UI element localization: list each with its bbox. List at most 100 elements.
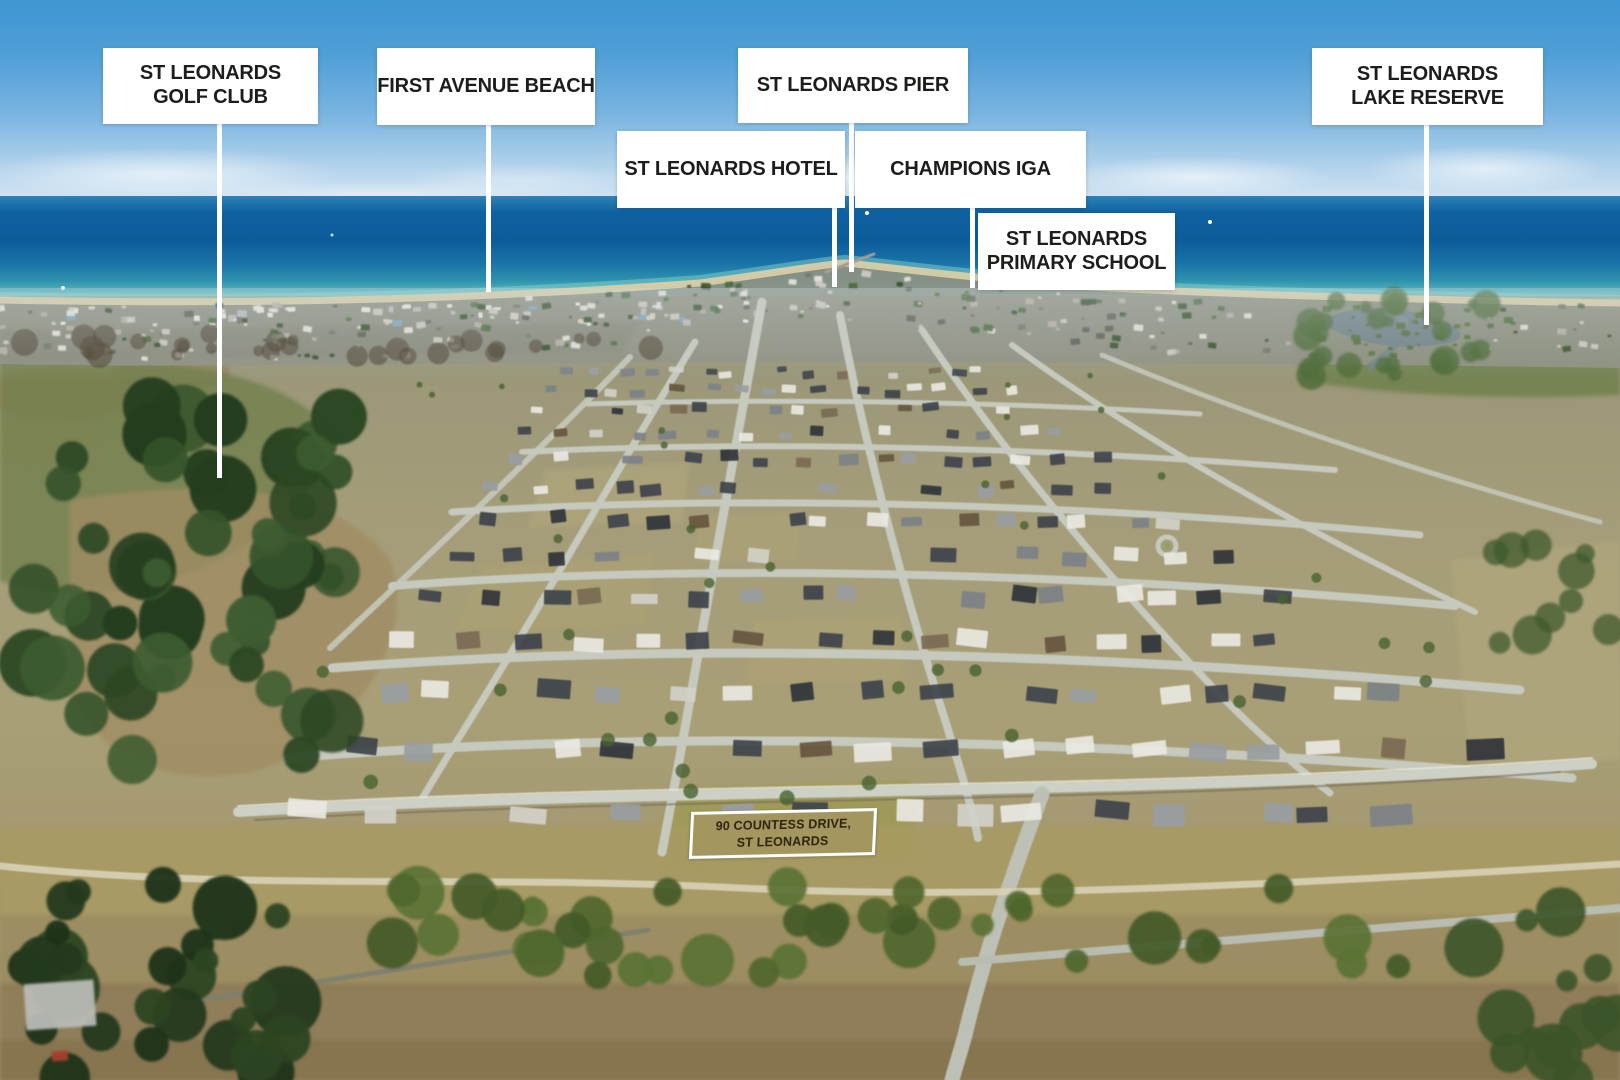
town-building [1106,313,1117,320]
house-roof [1305,739,1341,756]
town-building [1350,316,1355,319]
leader-line-hotel [832,207,837,287]
house-roof [589,429,603,438]
town-building [797,314,804,319]
house-roof [636,404,652,415]
town-building [1578,340,1588,348]
leader-line-pier [849,122,854,272]
tree [1185,929,1220,964]
tree [48,584,92,627]
house-roof [769,405,783,415]
tree [429,391,435,398]
town-building [1122,314,1127,318]
scrub [11,328,38,356]
tree [1419,675,1433,688]
tree [1157,472,1166,480]
tree [857,897,894,934]
house-roof [620,367,636,377]
town-building [1264,339,1269,342]
tree [1512,615,1552,655]
town-building [1322,305,1332,313]
tree [681,933,734,987]
town-building [122,337,127,341]
town-building [562,335,571,341]
callout-primary-school: ST LEONARDS PRIMARY SCHOOL [978,213,1175,290]
town-building [743,304,750,310]
house-roof [536,678,572,700]
town-building [568,315,573,319]
house-roof [1159,684,1192,705]
house-roof [999,479,1015,490]
scrub [86,341,113,368]
tree [585,926,624,965]
property-site-sign-face: 90 COUNTESS DRIVE, ST LEONARDS [692,811,874,856]
tree [39,1052,90,1080]
tree [683,783,699,799]
town-building [428,302,437,309]
town-building [1562,345,1572,353]
tree [1515,909,1539,932]
beach-house [575,302,581,306]
town-building [1396,322,1406,329]
leader-line-golf-club [217,124,222,478]
town-building [1187,341,1193,346]
town-building [798,302,806,308]
town-building [1047,321,1057,327]
tree [269,469,337,537]
tree [1383,356,1400,373]
house-roof [1264,803,1294,823]
town-building [404,327,413,334]
town-building [740,291,748,297]
town-building [297,354,302,357]
house-roof [1204,684,1229,704]
house-roof [897,404,912,412]
town-building [57,345,67,351]
town-building [0,304,6,312]
house-roof [957,803,994,827]
house-roof [630,593,658,605]
town-building [658,290,667,297]
tree [14,952,51,990]
town-building [1182,312,1192,319]
town-building [68,307,75,312]
house-roof [1113,546,1139,562]
town-building [279,305,284,308]
house-roof [508,453,523,466]
tree [1264,874,1294,904]
town-building [1154,322,1160,327]
tree [901,630,913,642]
house-roof [1213,549,1234,564]
town-building [1256,308,1265,314]
town-building [69,344,73,347]
town-building [692,293,698,297]
tree [64,691,109,736]
tree [554,912,591,949]
town-building [903,276,911,282]
town-building [1150,345,1157,350]
tree [185,509,232,557]
house-roof [878,454,895,463]
callout-text: FIRST AVENUE BEACH [377,74,595,97]
beach-house [193,315,200,323]
tree [1386,954,1411,979]
house-roof [857,386,870,395]
house-roof [509,806,547,825]
beach-house [388,306,394,313]
town-building [272,302,281,308]
callout-text: CHAMPIONS IGA [890,157,1051,180]
town-building [1513,330,1518,334]
house-roof [636,633,661,648]
town-building [258,307,263,311]
town-building [555,339,565,346]
house-roof [884,389,901,399]
beach-house [446,304,453,308]
town-building [1207,342,1217,349]
callout-text: ST LEONARDS HOTEL [624,157,838,180]
tree [1087,372,1093,379]
town-building [141,356,148,361]
town-building [52,330,61,337]
house-roof [946,429,960,439]
town-building [541,302,552,310]
town-building [1464,322,1471,327]
house-roof [559,366,574,375]
